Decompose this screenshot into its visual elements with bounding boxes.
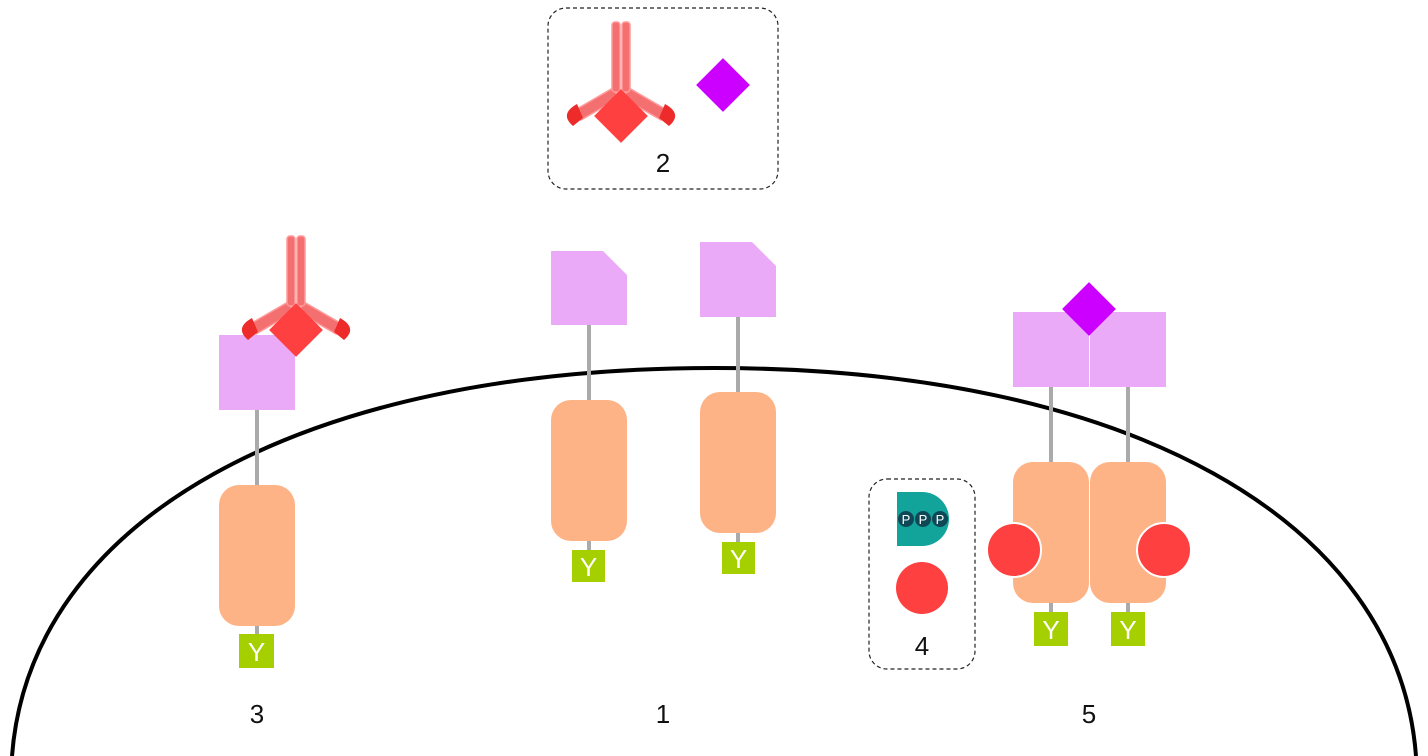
tyrosine-label: Y — [248, 637, 265, 667]
receptor-extracellular-domain — [700, 242, 776, 317]
receptor-extracellular-domain — [219, 335, 295, 410]
tyrosine-label: Y — [730, 544, 747, 574]
tyrosine-label: Y — [580, 552, 597, 582]
phosphate-icon — [932, 511, 948, 527]
kinase-inhibitor-icon — [1136, 522, 1192, 578]
receptor-monomer-right: Y — [700, 242, 776, 574]
phosphate-icon — [898, 511, 914, 527]
group-3-label: 3 — [250, 699, 264, 729]
tyrosine-box — [239, 634, 274, 668]
legend-box-antibody-ligand: 2 — [547, 7, 779, 190]
kinase-inhibitor-icon — [986, 522, 1042, 578]
group-1-label: 1 — [656, 699, 670, 729]
phosphate-label: P — [902, 512, 911, 527]
ligand-icon — [696, 58, 750, 112]
receptor-extracellular-domain — [1013, 312, 1089, 387]
tyrosine-box — [572, 550, 605, 582]
phosphate-label: P — [919, 512, 928, 527]
antibody-icon — [566, 21, 676, 144]
cell-membrane — [10, 365, 1418, 756]
kinase-inhibitor-icon — [896, 562, 948, 614]
receptor-kinase-domain — [551, 400, 627, 541]
receptor-kinase-domain — [219, 485, 295, 626]
receptor-antibody-bound: Y 3 — [219, 235, 351, 729]
receptor-extracellular-domain — [1090, 312, 1166, 387]
receptor-extracellular-domain — [551, 251, 627, 325]
tyrosine-box — [1111, 612, 1145, 646]
group-5-label: 5 — [1082, 699, 1096, 729]
group-4-label: 4 — [915, 631, 929, 661]
tyrosine-box — [722, 542, 755, 574]
receptor-monomer-left: Y — [551, 251, 627, 582]
tyrosine-box — [1034, 612, 1068, 646]
group-2-label: 2 — [656, 148, 670, 178]
tyrosine-label: Y — [1119, 615, 1136, 645]
phosphate-label: P — [936, 512, 945, 527]
receptor-kinase-domain — [700, 392, 776, 533]
receptor-dimer: Y Y 5 — [986, 282, 1192, 729]
legend-box-atp-inhibitor: P P P 4 — [868, 478, 976, 670]
tyrosine-label: Y — [1042, 615, 1059, 645]
phosphate-icon — [915, 511, 931, 527]
